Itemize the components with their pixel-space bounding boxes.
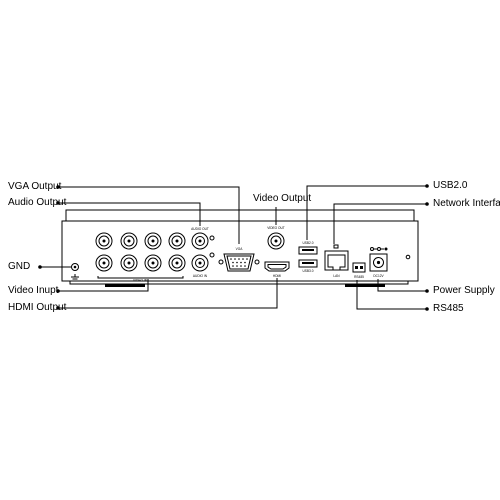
audio-connectors: AUDIO OUT AUDIO IN: [191, 227, 209, 278]
bnc-connector: [120, 232, 138, 250]
video-out-bnc: VIDEO OUT: [267, 226, 285, 250]
vga-panel-label: VGA: [236, 247, 244, 251]
rca-audio-out: [191, 232, 209, 250]
power-jack: DC12V: [369, 247, 388, 278]
network-interface-label: Network Interface: [433, 198, 500, 209]
audio-out-panel-label: AUDIO OUT: [191, 227, 209, 231]
lan-port: LAN: [324, 244, 349, 278]
power-supply-label: Power Supply: [433, 285, 495, 296]
video-in-panel-label: VIDEO IN: [133, 279, 148, 283]
vga-port: VGA: [218, 247, 260, 272]
hdmi-port: HDMI: [264, 261, 290, 278]
screw: [405, 254, 411, 260]
dc-panel-label: DC12V: [373, 274, 384, 278]
hdmi-output-label: HDMI Output: [8, 302, 67, 313]
usb3-panel-label: USB3.0: [303, 269, 314, 273]
rs485-terminal: RS485: [352, 262, 366, 279]
callout-lines: [38, 184, 429, 311]
video-input-bnc-group: VIDEO IN: [95, 232, 186, 283]
left-foot: [105, 284, 145, 287]
lan-panel-label: LAN: [333, 274, 340, 278]
bnc-connector: [144, 232, 162, 250]
bnc-connector: [95, 254, 113, 272]
rs485-panel-label: RS485: [354, 275, 364, 279]
bnc-connector: [168, 254, 186, 272]
ground-terminal: [71, 263, 79, 282]
video-output-label: Video Output: [253, 193, 312, 204]
screw: [209, 235, 215, 241]
usb-ports: USB2.0 USB3.0: [298, 241, 318, 273]
hdmi-panel-label: HDMI: [273, 274, 281, 278]
usb-label: USB2.0: [433, 180, 468, 191]
bnc-connector: [120, 254, 138, 272]
audio-in-panel-label: AUDIO IN: [193, 274, 208, 278]
gnd-label: GND: [8, 261, 31, 272]
screw: [209, 252, 215, 258]
bnc-connector: [95, 232, 113, 250]
right-foot: [345, 284, 385, 287]
device-body: [61, 209, 419, 287]
bnc-connector: [168, 232, 186, 250]
usb2-panel-label: USB2.0: [303, 241, 314, 245]
bnc-connector: [144, 254, 162, 272]
vga-output-label: VGA Output: [8, 181, 62, 192]
video-out-panel-label: VIDEO OUT: [267, 226, 285, 230]
video-input-label: Video Inupt: [8, 285, 59, 296]
rs485-label: RS485: [433, 303, 464, 314]
audio-output-label: Audio Output: [8, 197, 67, 208]
rca-audio-in: [191, 254, 209, 272]
